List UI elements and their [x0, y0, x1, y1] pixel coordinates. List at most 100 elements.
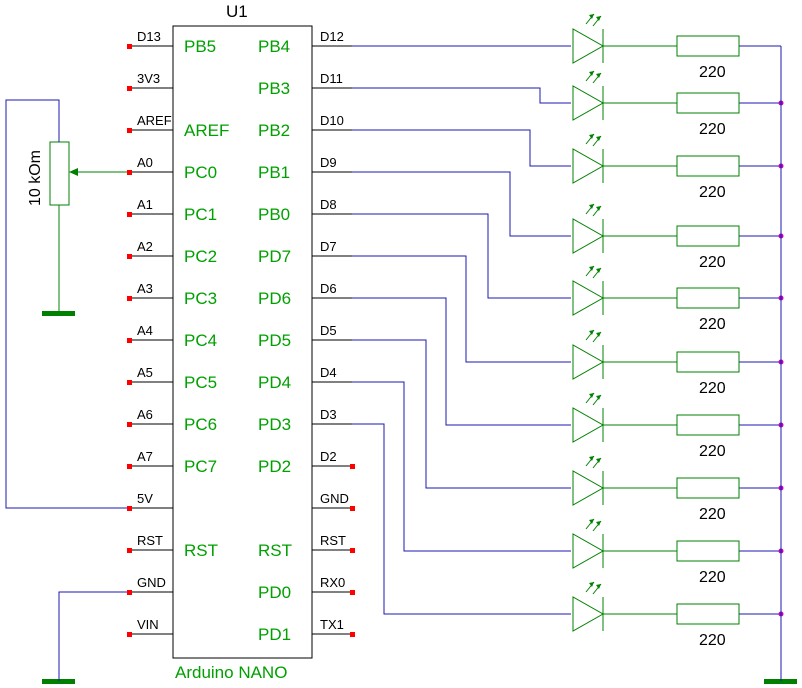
pin-label-right-1: D11: [320, 71, 343, 86]
port-label-right-13: PD0: [258, 583, 291, 602]
resistor-value-9: 220: [699, 632, 726, 649]
resistor-value-1: 220: [699, 121, 726, 138]
port-label-right-5: PD7: [258, 247, 291, 266]
led-wire-5: [352, 255, 571, 363]
port-label-left-4: PC1: [184, 205, 217, 224]
led-wire-9: [352, 423, 571, 615]
resistor-body-7: [676, 477, 740, 499]
port-label-right-9: PD3: [258, 415, 291, 434]
pin-label-left-5: A2: [137, 239, 153, 254]
resistor-body-3: [676, 225, 740, 247]
led-triangle-6: [572, 407, 605, 443]
port-label-right-0: PB4: [258, 37, 290, 56]
resistor-body-9: [676, 603, 740, 625]
led-wire-1: [352, 87, 571, 104]
pin-end-right-10: [350, 464, 355, 469]
led-arrowhead-b-0: [596, 16, 601, 21]
pin-end-left-12: [127, 548, 132, 553]
port-label-left-0: PB5: [184, 37, 216, 56]
pin-label-left-1: 3V3: [137, 71, 160, 86]
pin-label-right-10: D2: [320, 449, 337, 464]
pin-label-left-8: A5: [137, 365, 153, 380]
led-arrowhead-b-6: [596, 395, 601, 400]
resistor-body-6: [676, 414, 740, 436]
led-arrowhead-a-1: [589, 71, 594, 76]
led-6: [572, 392, 677, 443]
led-2: [572, 133, 677, 184]
led-3: [572, 203, 677, 254]
pin-label-right-4: D8: [320, 197, 337, 212]
chip-ref: U1: [226, 2, 248, 21]
led-arrowhead-a-6: [589, 393, 594, 398]
resistor-value-5: 220: [699, 380, 726, 397]
pin-label-left-7: A4: [137, 323, 153, 338]
chip-body: [172, 25, 313, 659]
led-9: [572, 581, 677, 632]
led-triangle-0: [572, 28, 605, 64]
port-label-right-3: PB1: [258, 163, 290, 182]
led-5: [572, 329, 677, 380]
port-label-left-10: PC7: [184, 457, 217, 476]
pin-end-right-13: [350, 590, 355, 595]
pin-label-right-13: RX0: [320, 575, 345, 590]
left-pins: D13PB53V3AREFAREFA0PC0A1PC1A2PC2A3PC3A4P…: [127, 29, 229, 637]
pin-end-left-10: [127, 464, 132, 469]
led-triangle-9: [572, 596, 605, 632]
pin-label-right-8: D4: [320, 365, 337, 380]
resistor-value-0: 220: [699, 64, 726, 81]
rail-ground-symbol: [764, 679, 797, 684]
pot-5v-wire: [5, 99, 173, 509]
led-arrowhead-b-9: [596, 584, 601, 589]
led-wire-4: [352, 213, 571, 299]
pin-label-right-9: D3: [320, 407, 337, 422]
led-4: [572, 265, 677, 316]
pin-label-left-0: D13: [137, 29, 161, 44]
pin-end-right-14: [350, 632, 355, 637]
led-triangle-2: [572, 148, 605, 184]
led-arrowhead-a-3: [589, 204, 594, 209]
led-triangle-1: [572, 85, 605, 121]
led-wire-7: [352, 339, 571, 489]
pin-label-left-12: RST: [137, 533, 163, 548]
pin-label-right-6: D6: [320, 281, 337, 296]
resistor-value-8: 220: [699, 569, 726, 586]
port-label-right-4: PB0: [258, 205, 290, 224]
port-label-left-5: PC2: [184, 247, 217, 266]
pin-end-right-12: [350, 548, 355, 553]
resistor-body-5: [676, 351, 740, 373]
led-arrowhead-a-4: [589, 266, 594, 271]
led-arrowhead-b-3: [596, 206, 601, 211]
led-arrowhead-b-1: [596, 73, 601, 78]
pin-end-right-11: [350, 506, 355, 511]
led-arrowhead-a-8: [589, 519, 594, 524]
pin-end-left-9: [127, 422, 132, 427]
led-triangle-8: [572, 533, 605, 569]
resistor-body-1: [676, 92, 740, 114]
chip-ground-symbol: [42, 679, 75, 684]
led-0: [572, 13, 677, 64]
pin-label-left-4: A1: [137, 197, 153, 212]
pin-label-right-5: D7: [320, 239, 337, 254]
port-label-left-2: AREF: [184, 121, 229, 140]
pin-end-left-8: [127, 380, 132, 385]
port-label-left-3: PC0: [184, 163, 217, 182]
led-7: [572, 455, 677, 506]
resistor-value-3: 220: [699, 254, 726, 271]
pin-end-left-11: [127, 506, 132, 511]
led-8: [572, 518, 677, 569]
led-arrowhead-a-0: [589, 14, 594, 19]
pin-label-left-13: GND: [137, 575, 166, 590]
port-label-left-7: PC4: [184, 331, 217, 350]
pin-end-left-7: [127, 338, 132, 343]
pin-label-right-0: D12: [320, 29, 344, 44]
port-label-right-2: PB2: [258, 121, 290, 140]
pin-end-left-4: [127, 212, 132, 217]
led-arrowhead-a-5: [589, 330, 594, 335]
led-triangle-4: [572, 280, 605, 316]
resistor-body-0: [676, 35, 740, 57]
port-label-right-1: PB3: [258, 79, 290, 98]
resistor-value-2: 220: [699, 184, 726, 201]
resistor-body-8: [676, 540, 740, 562]
pin-end-left-13: [127, 590, 132, 595]
